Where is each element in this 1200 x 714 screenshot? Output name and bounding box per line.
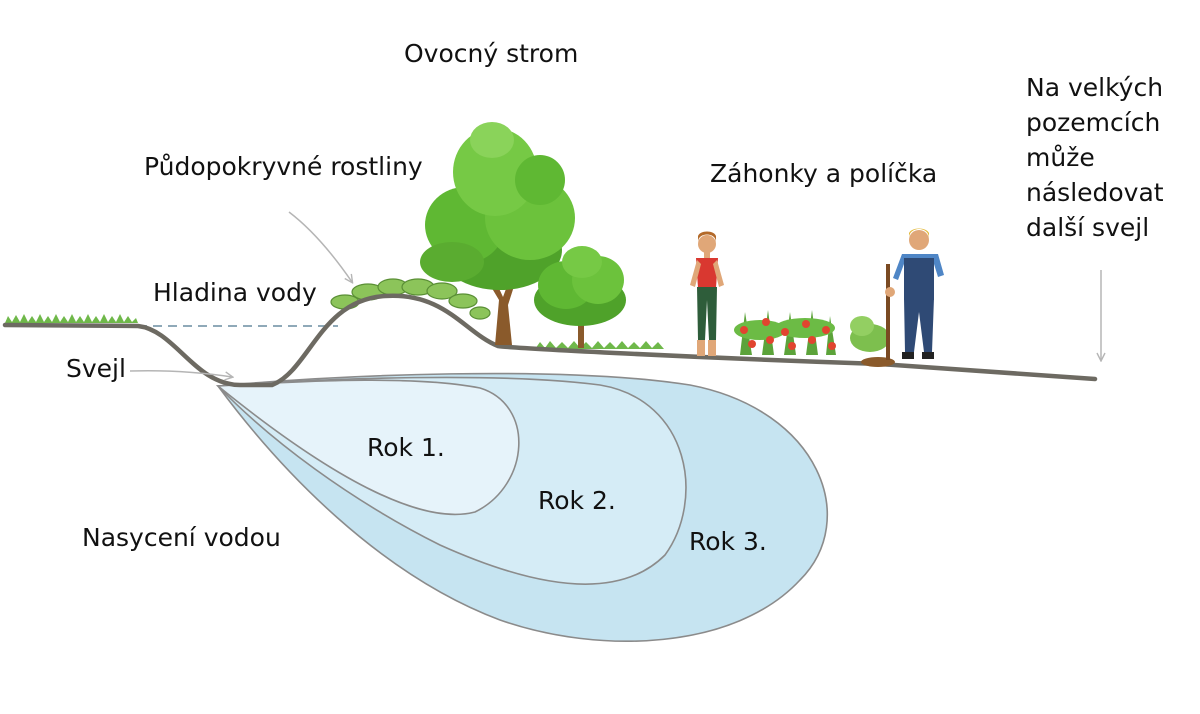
- label-swale: Svejl: [66, 354, 126, 383]
- left-grass: [5, 314, 138, 323]
- label-water-level: Hladina vody: [153, 278, 317, 307]
- woman-figure-icon: [690, 231, 724, 356]
- label-ground-cover: Půdopokryvné rostliny: [144, 152, 423, 181]
- ground-cover-arrow: [288, 211, 352, 282]
- label-fruit-tree: Ovocný strom: [404, 39, 579, 68]
- right-grass: [535, 341, 664, 349]
- ground-cover-plants: [330, 278, 491, 320]
- label-next-swale: Na velkých pozemcích může následovat dal…: [1026, 73, 1164, 242]
- gardener-figure-icon: [850, 228, 944, 367]
- tomato-plants-icon: [734, 310, 836, 355]
- swale-arrow: [129, 370, 232, 377]
- label-year-2: Rok 2.: [538, 486, 616, 515]
- tree-icon: [420, 122, 575, 345]
- label-saturation: Nasycení vodou: [82, 523, 281, 552]
- saturation-zone-year1: [215, 379, 520, 516]
- label-year-1: Rok 1.: [367, 433, 445, 462]
- label-beds: Záhonky a políčka: [710, 159, 938, 188]
- bush-icon: [534, 246, 626, 348]
- label-year-3: Rok 3.: [689, 527, 767, 556]
- ground-profile: [2, 293, 1098, 388]
